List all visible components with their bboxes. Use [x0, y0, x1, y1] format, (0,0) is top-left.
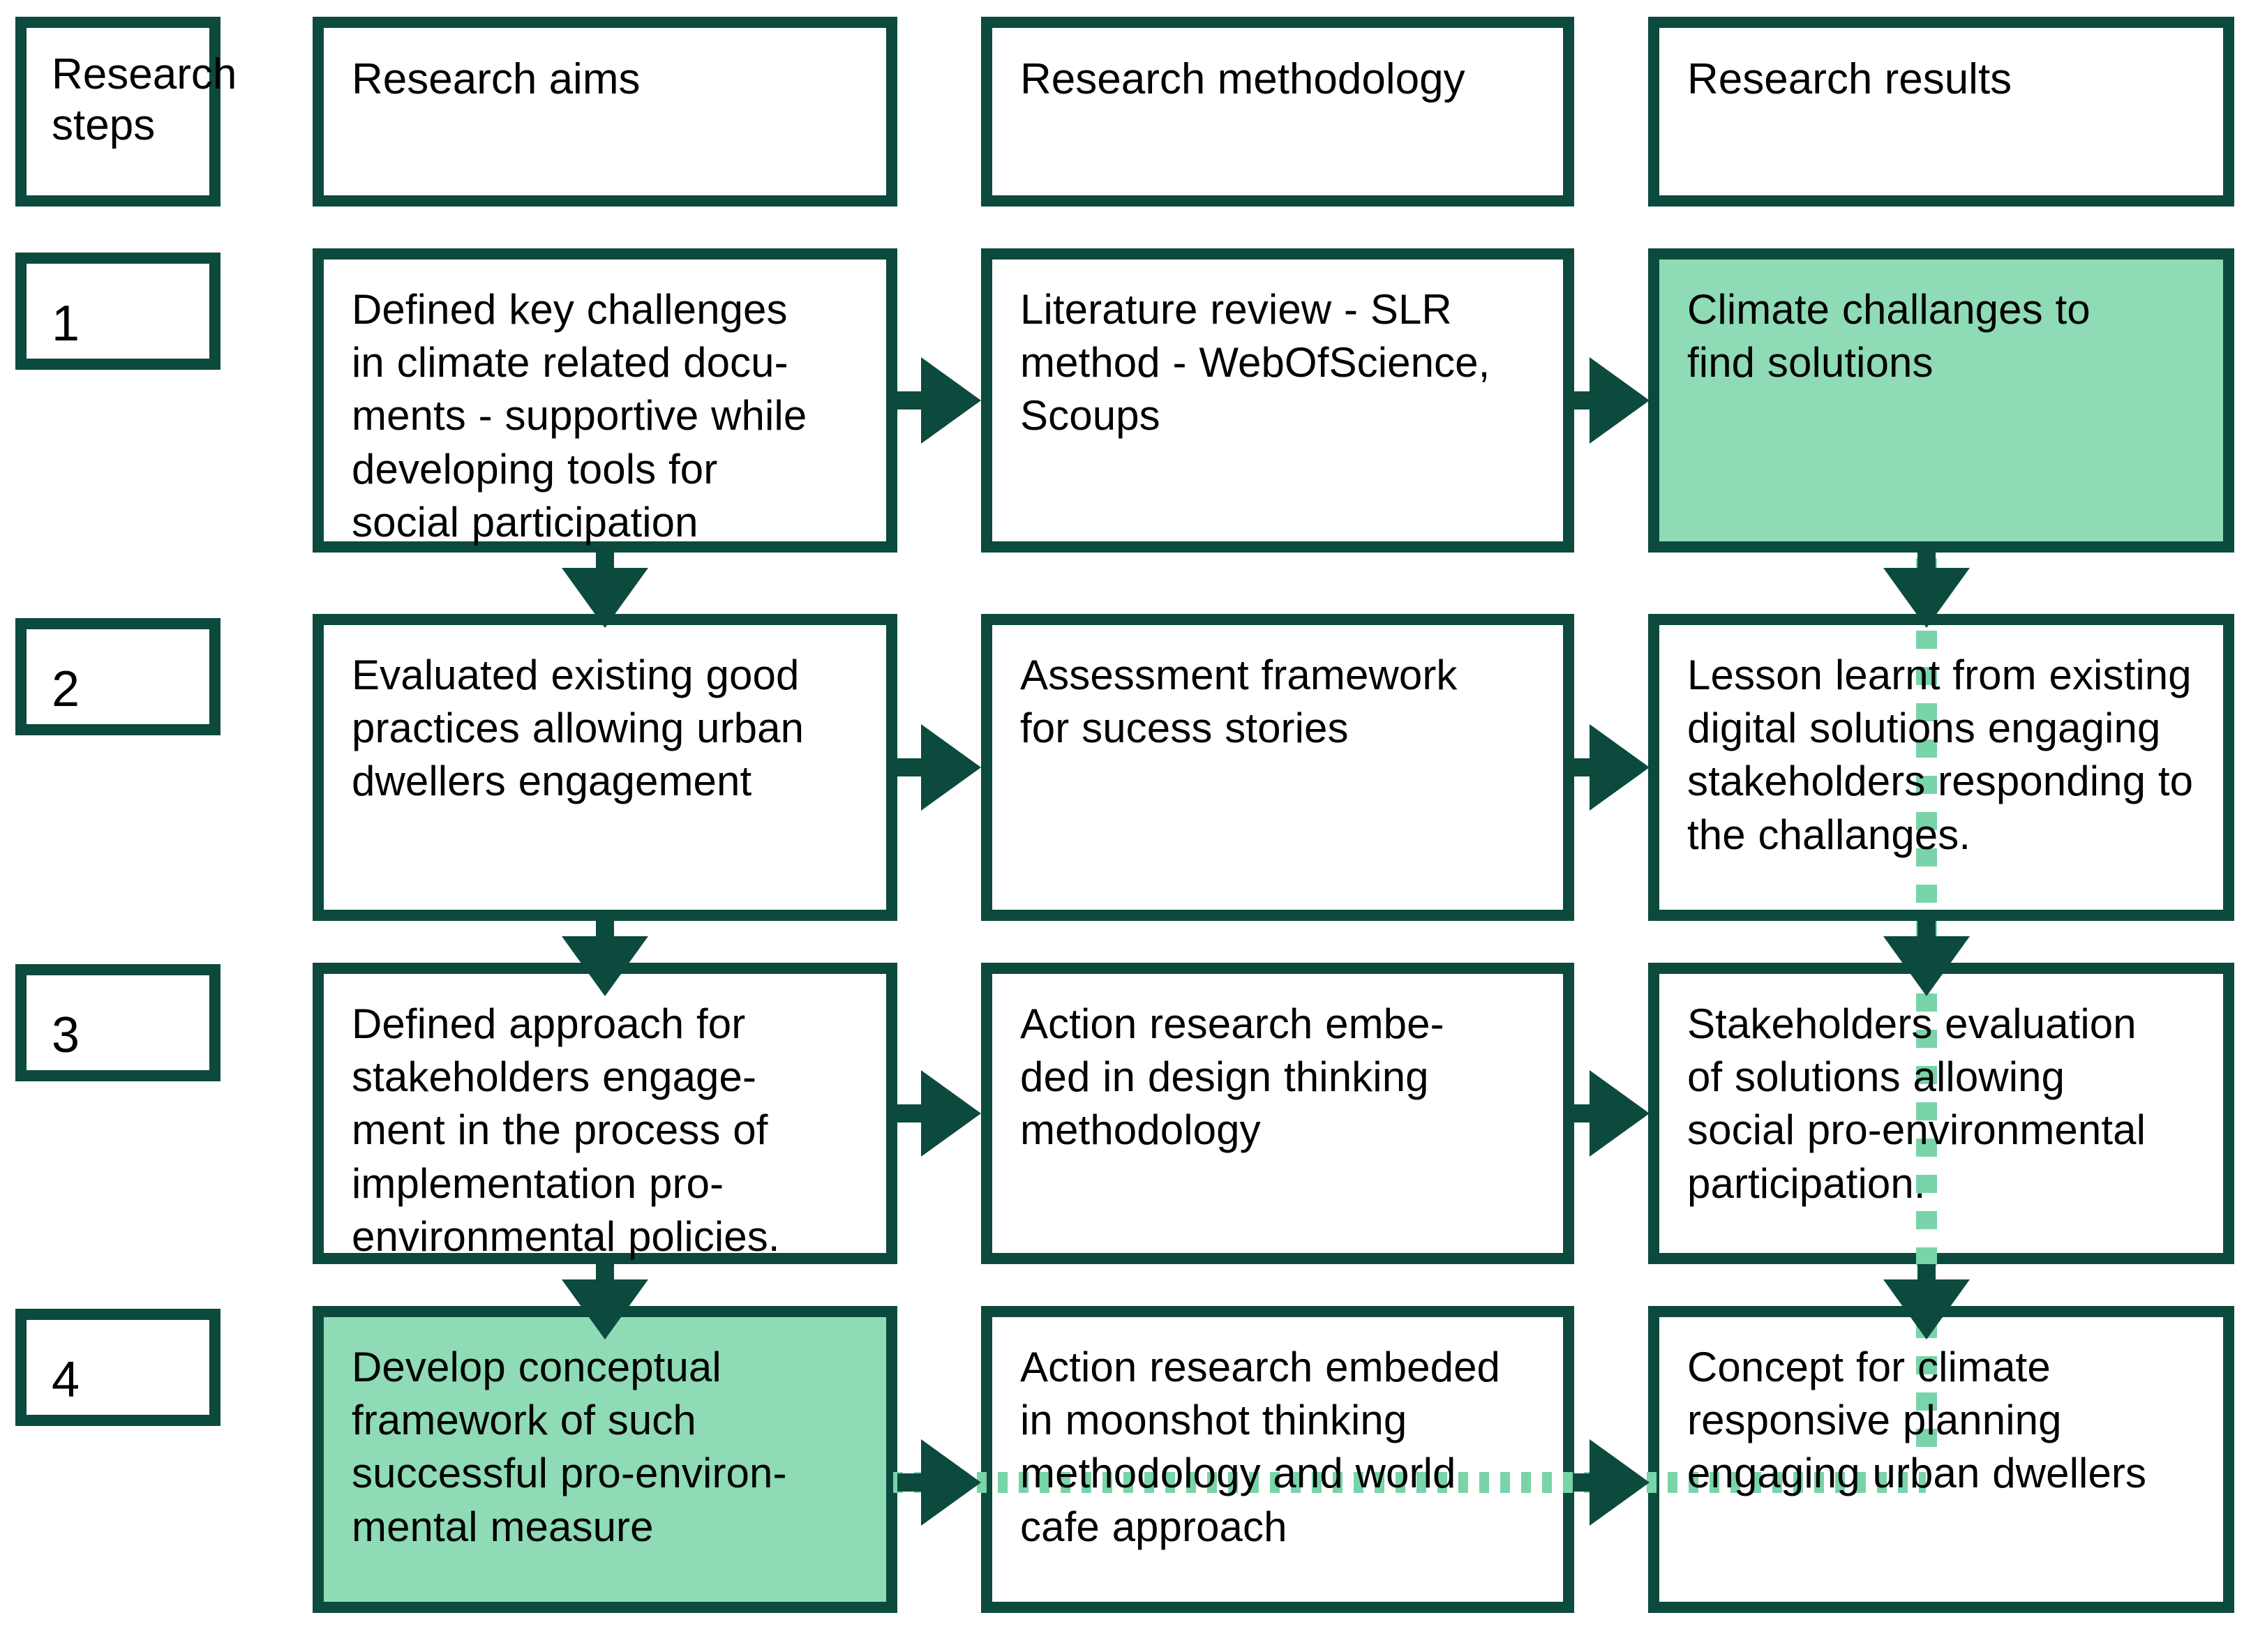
cell-results-row-4: Concept for climate responsive planning …	[1648, 1306, 2234, 1613]
step-number-3-label: 3	[52, 1007, 80, 1063]
cell-aims-row-2: Evaluated existing good practices allowi…	[313, 614, 897, 921]
cell-methodology-row-3: Action research embe- ded in design thin…	[981, 963, 1574, 1264]
cell-results-row-3-text: Stakeholders evaluation of solutions all…	[1687, 1000, 2146, 1207]
cell-methodology-row-3-text: Action research embe- ded in design thin…	[1020, 1000, 1444, 1154]
cell-methodology-row-1-text: Literature review - SLR method - WebOfSc…	[1020, 286, 1490, 440]
cell-methodology-row-1: Literature review - SLR method - WebOfSc…	[981, 248, 1574, 553]
step-number-1: 1	[15, 253, 220, 370]
cell-aims-row-3: Defined approach for stakeholders engage…	[313, 963, 897, 1264]
cell-aims-row-1: Defined key challenges in climate relate…	[313, 248, 897, 553]
cell-aims-row-1-text: Defined key challenges in climate relate…	[352, 286, 807, 546]
cell-methodology-row-4-text: Action research embeded in moonshot thin…	[1020, 1344, 1501, 1550]
header-research-aims-label: Research aims	[352, 55, 641, 103]
step-number-2: 2	[15, 618, 220, 735]
header-research-aims: Research aims	[313, 17, 897, 206]
cell-results-row-2: Lesson learnt from existing digital solu…	[1648, 614, 2234, 921]
cell-results-row-1: Climate challanges to find solutions	[1648, 248, 2234, 553]
cell-results-row-3: Stakeholders evaluation of solutions all…	[1648, 963, 2234, 1264]
dashed-highlight-horizontal-row4	[893, 1472, 1926, 1493]
cell-results-row-2-text: Lesson learnt from existing digital solu…	[1687, 652, 2194, 858]
step-number-4-label: 4	[52, 1352, 80, 1408]
cell-aims-row-2-text: Evaluated existing good practices allowi…	[352, 652, 805, 805]
cell-methodology-row-4: Action research embeded in moonshot thin…	[981, 1306, 1574, 1613]
cell-results-row-4-text: Concept for climate responsive planning …	[1687, 1344, 2147, 1497]
cell-methodology-row-2-text: Assessment framework for sucess stories	[1020, 652, 1458, 752]
cell-aims-row-4: Develop conceptual framework of such suc…	[313, 1306, 897, 1613]
header-research-methodology-label: Research methodology	[1020, 55, 1465, 103]
header-research-steps-label: Research steps	[52, 50, 237, 150]
header-research-results: Research results	[1648, 17, 2234, 206]
header-research-steps: Research steps	[15, 17, 237, 206]
step-number-4: 4	[15, 1309, 220, 1426]
header-research-results-label: Research results	[1687, 55, 2012, 103]
step-number-3: 3	[15, 964, 220, 1081]
cell-methodology-row-2: Assessment framework for sucess stories	[981, 614, 1574, 921]
step-number-1-label: 1	[52, 296, 80, 352]
cell-results-row-1-text: Climate challanges to find solutions	[1687, 286, 2091, 386]
step-number-2-label: 2	[52, 661, 80, 717]
cell-aims-row-3-text: Defined approach for stakeholders engage…	[352, 1000, 780, 1260]
cell-aims-row-4-text: Develop conceptual framework of such suc…	[352, 1344, 787, 1550]
header-research-methodology: Research methodology	[981, 17, 1574, 206]
